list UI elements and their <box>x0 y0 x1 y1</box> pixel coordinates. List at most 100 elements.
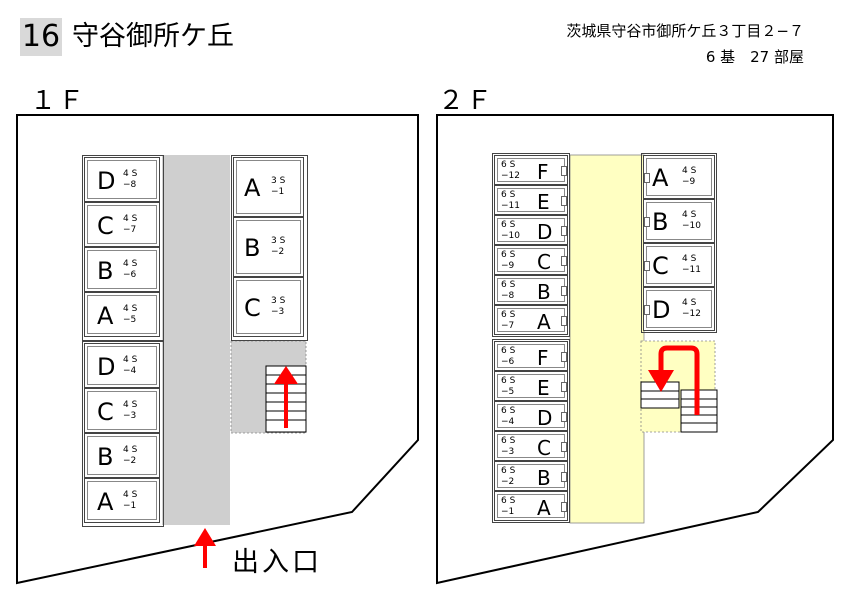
storage-unit: C 4 S−3 <box>84 388 160 433</box>
unit-size: 6 S <box>501 346 516 356</box>
unit-letter: B <box>652 208 669 236</box>
storage-unit: B 4 S−10 <box>643 199 715 243</box>
unit-size: 6 S <box>501 250 516 260</box>
unit-size: 4 S <box>682 254 697 264</box>
unit-size: 4 S <box>123 259 138 269</box>
unit-number: −11 <box>682 265 701 275</box>
unit-size: 6 S <box>501 436 516 446</box>
unit-size: 3 S <box>271 176 286 186</box>
door-latch-icon <box>561 256 567 266</box>
unit-frame <box>87 436 157 475</box>
unit-letter: D <box>97 353 116 381</box>
unit-number: −10 <box>682 221 701 231</box>
unit-size: 6 S <box>501 406 516 416</box>
unit-number: −3 <box>501 447 515 457</box>
unit-letter: C <box>537 436 551 460</box>
unit-frame <box>236 160 301 214</box>
unit-number: −1 <box>123 501 137 511</box>
unit-size: 4 S <box>123 169 138 179</box>
unit-letter: A <box>244 174 261 202</box>
unit-number: −2 <box>271 247 285 257</box>
unit-number: −8 <box>501 291 515 301</box>
unit-letter: C <box>97 212 114 240</box>
unit-letter: F <box>537 160 549 184</box>
unit-number: −1 <box>271 187 285 197</box>
unit-letter: A <box>97 302 114 330</box>
unit-size: 4 S <box>123 490 138 500</box>
unit-block-1f-right <box>231 155 308 341</box>
unit-size: 6 S <box>501 466 516 476</box>
unit-size: 4 S <box>123 400 138 410</box>
unit-letter: A <box>537 310 551 334</box>
stair-arrow-1f <box>274 366 298 428</box>
unit-letter: B <box>537 280 551 304</box>
unit-block-1f-left-lower <box>82 341 164 527</box>
unit-block-1f-left-upper <box>82 155 164 341</box>
storage-unit: B 6 S−8 <box>494 275 568 305</box>
unit-size: 4 S <box>682 298 697 308</box>
unit-size: 4 S <box>682 166 697 176</box>
unit-size: 3 S <box>271 236 286 246</box>
unit-number: −6 <box>123 270 137 280</box>
door-latch-icon <box>644 217 650 227</box>
unit-frame <box>87 160 157 199</box>
address: 茨城県守谷市御所ケ丘３丁目２−７ <box>566 22 804 40</box>
unit-block-2f-right <box>641 153 717 333</box>
storage-unit: A 3 S−1 <box>233 157 304 217</box>
unit-number: −9 <box>682 177 696 187</box>
unit-number: −5 <box>123 315 137 325</box>
storage-unit: C 6 S−3 <box>494 431 568 461</box>
location-number: 16 <box>20 18 62 56</box>
unit-letter: A <box>652 164 669 192</box>
unit-size: 4 S <box>123 355 138 365</box>
unit-frame <box>87 250 157 289</box>
corridor-1f <box>162 155 230 525</box>
unit-letter: C <box>537 250 551 274</box>
stair-arrow-2f <box>648 345 700 415</box>
unit-letter: B <box>537 466 551 490</box>
unit-number: −3 <box>123 411 137 421</box>
unit-size: 6 S <box>501 496 516 506</box>
door-latch-icon <box>644 305 650 315</box>
unit-letter: D <box>537 220 553 244</box>
unit-letter: B <box>244 234 261 262</box>
entrance-arrow <box>194 528 216 568</box>
unit-letter: A <box>97 488 114 516</box>
unit-letter: E <box>537 190 550 214</box>
unit-number: −7 <box>501 321 515 331</box>
unit-number: −1 <box>501 507 515 517</box>
door-latch-icon <box>561 352 567 362</box>
door-latch-icon <box>561 286 567 296</box>
unit-number: −5 <box>501 387 515 397</box>
door-latch-icon <box>561 472 567 482</box>
site-outline-1f <box>16 114 419 585</box>
unit-size: 4 S <box>682 210 697 220</box>
door-latch-icon <box>561 316 567 326</box>
door-latch-icon <box>561 412 567 422</box>
door-latch-icon <box>561 502 567 512</box>
unit-size: 6 S <box>501 280 516 290</box>
unit-letter: C <box>97 398 114 426</box>
unit-frame <box>87 481 157 520</box>
unit-letter: B <box>97 443 114 471</box>
unit-size: 6 S <box>501 220 516 230</box>
storage-unit: B 3 S−2 <box>233 217 304 277</box>
unit-number: −7 <box>123 225 137 235</box>
door-latch-icon <box>644 261 650 271</box>
unit-number: −4 <box>501 417 515 427</box>
unit-number: −12 <box>682 309 701 319</box>
floor-label-2f: ２Ｆ <box>438 86 495 116</box>
door-latch-icon <box>561 196 567 206</box>
door-latch-icon <box>561 226 567 236</box>
location-title: 守谷御所ケ丘 <box>72 21 234 52</box>
unit-letter: F <box>537 346 549 370</box>
unit-number: −4 <box>123 366 137 376</box>
